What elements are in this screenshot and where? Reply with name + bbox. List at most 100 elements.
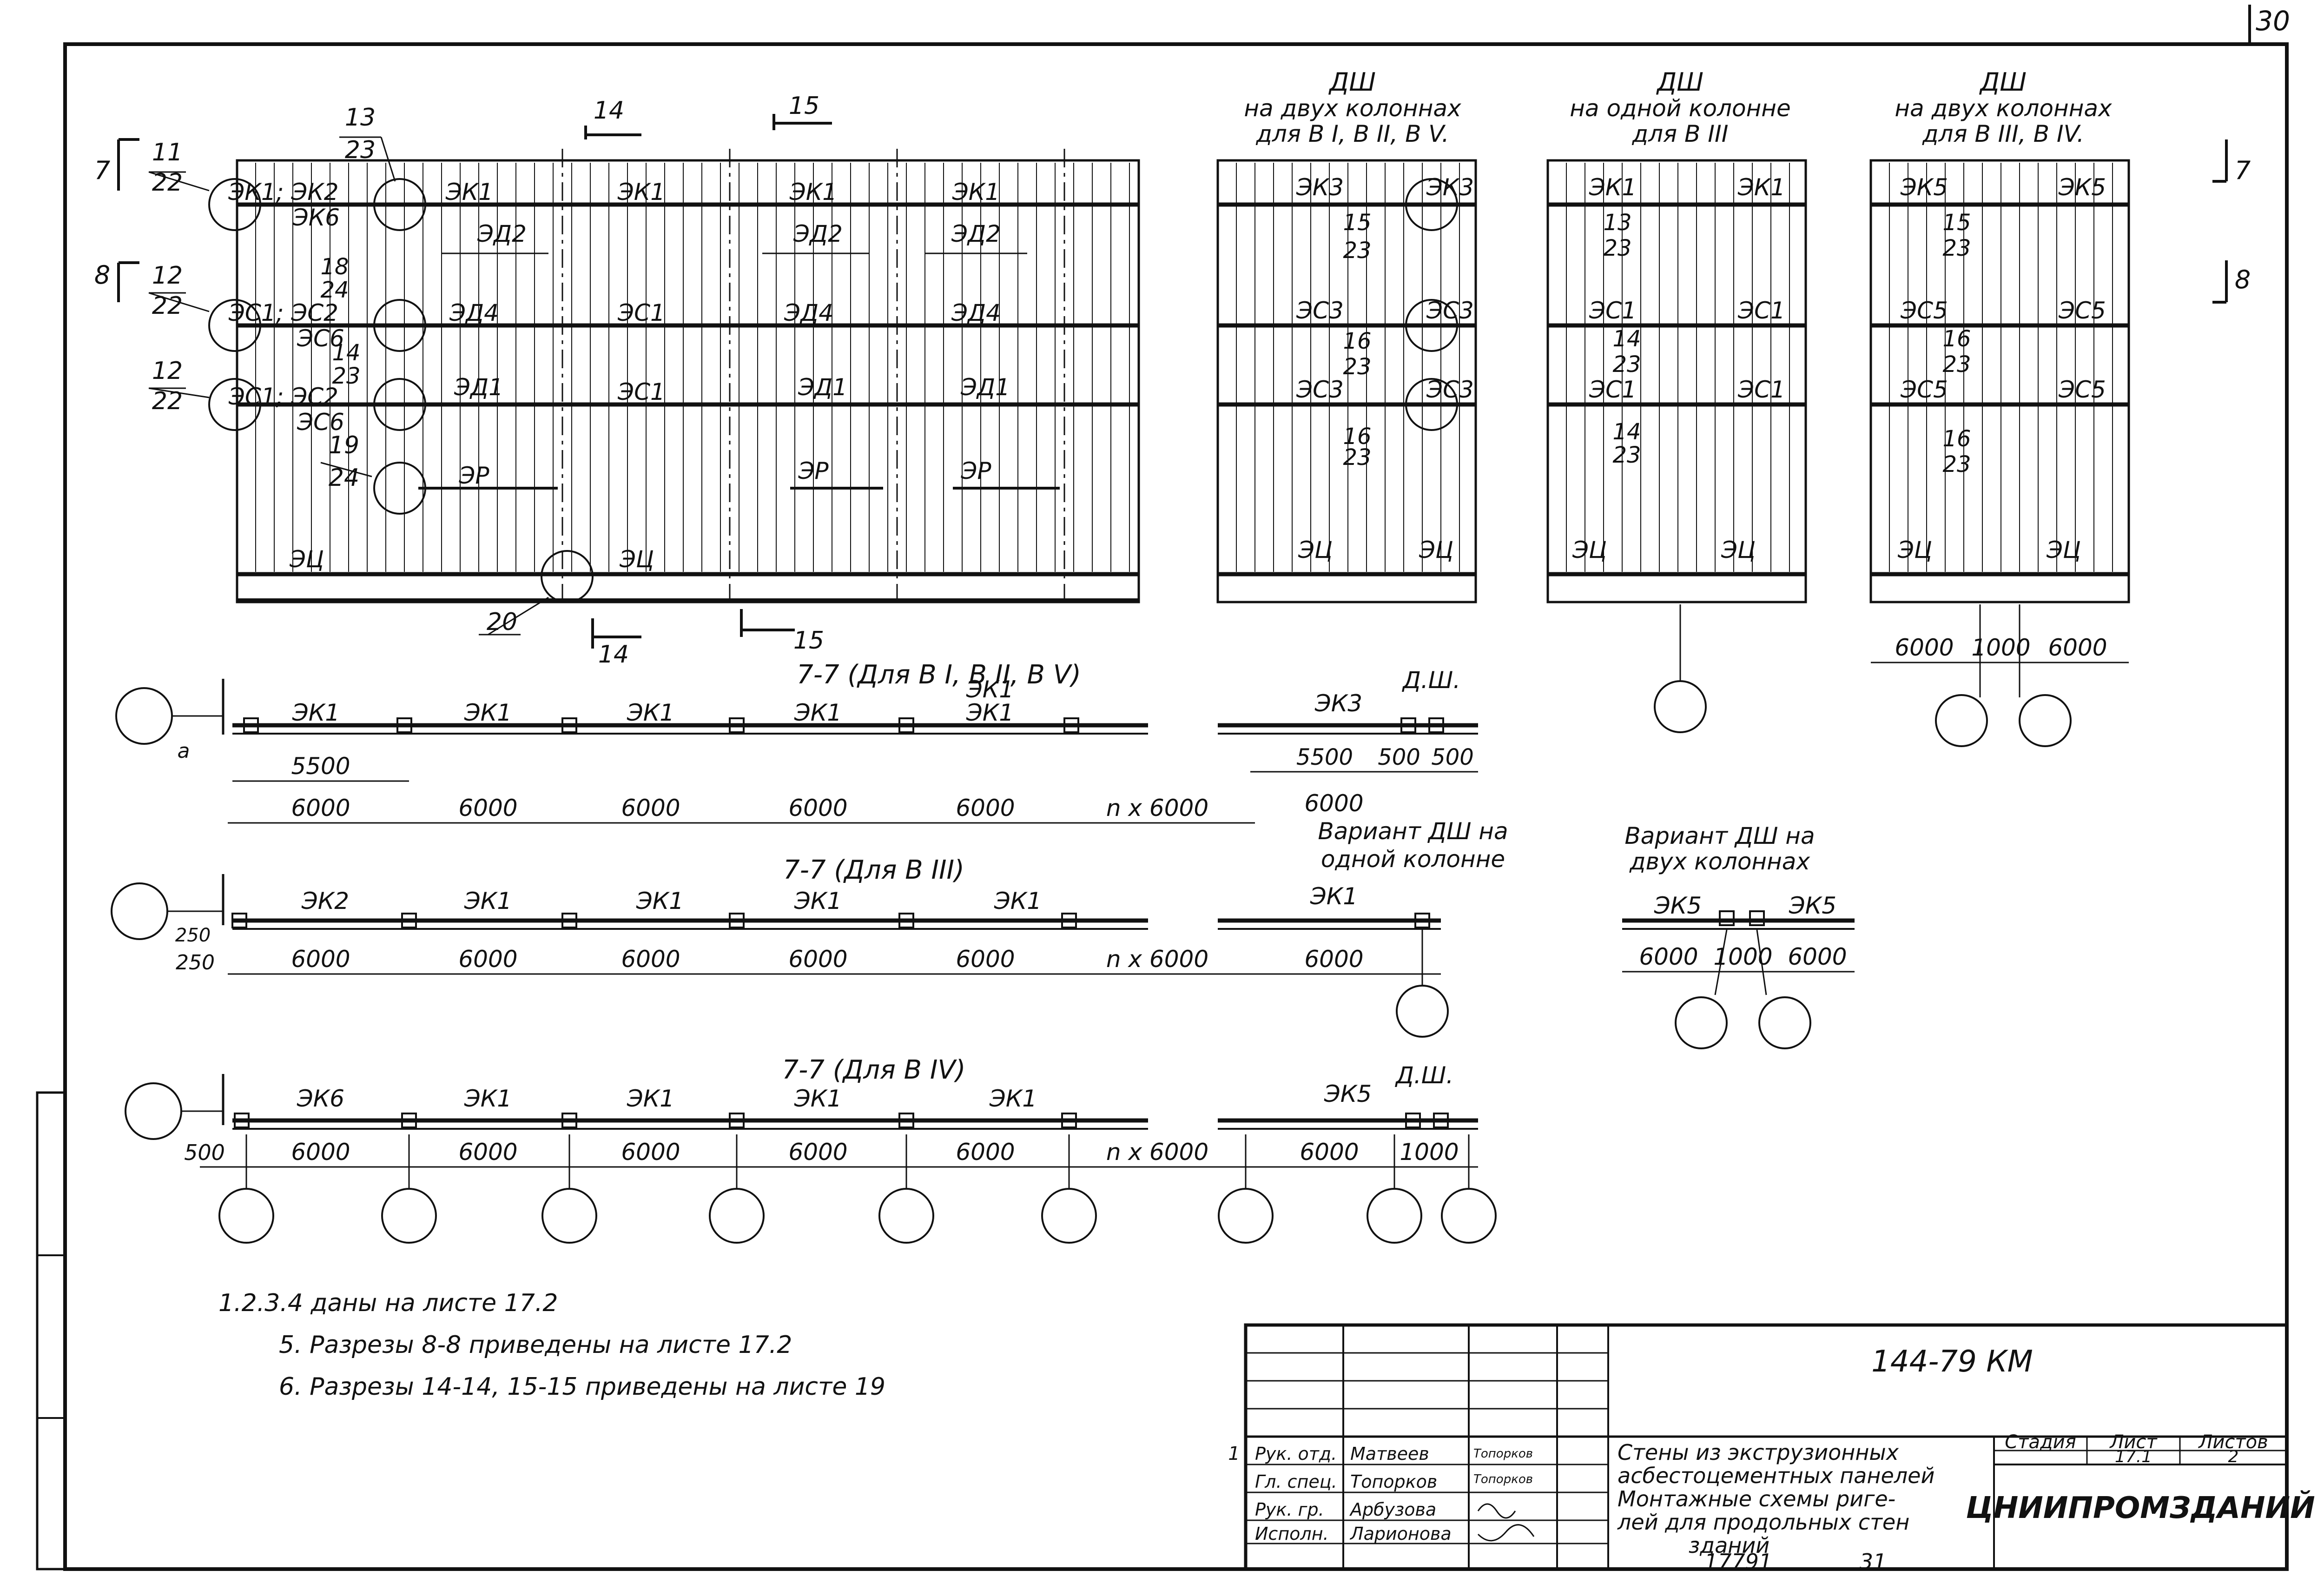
beam-label: ЭК1 xyxy=(627,1085,674,1112)
dimension-value: 6000 xyxy=(621,946,680,973)
panel-label: ЭЦ xyxy=(1897,537,1932,563)
dimension-value: 6000 xyxy=(1304,946,1363,973)
dimension-value: 1000 xyxy=(1971,634,2030,661)
beam-label: ЭК6 xyxy=(297,1085,344,1112)
dimension-value: 6000 xyxy=(1639,943,1698,970)
dimension-value: 6000 xyxy=(291,795,350,822)
beam-label: ЭК1 xyxy=(966,699,1014,726)
dimension-value: 500 xyxy=(184,1140,225,1165)
leader xyxy=(148,171,210,192)
column xyxy=(1414,913,1430,928)
column xyxy=(401,913,417,928)
person-name: Матвеев xyxy=(1350,1444,1429,1464)
column xyxy=(231,913,247,928)
beam-label: ЭК5 xyxy=(1900,174,1948,201)
column xyxy=(898,913,914,928)
beam-label: ЭК5 xyxy=(2058,174,2106,201)
panel-label: ЭЦ xyxy=(619,546,654,573)
dimension-value: 500 xyxy=(1431,744,1474,770)
elevation-title: на двух колоннах xyxy=(1895,95,2112,122)
page-number: 31 xyxy=(1860,1549,1887,1574)
column xyxy=(1405,1113,1421,1128)
section-mark-label: 8 xyxy=(94,260,110,290)
document-code: 144-79 КМ xyxy=(1871,1345,2033,1379)
panel-label: ЭС1 xyxy=(617,299,665,326)
dimension-value: 1000 xyxy=(1400,1139,1459,1166)
elevation-4: ДШ на двух колоннах для В III, В IV. ЭК5… xyxy=(1869,67,2251,747)
panel-label: ЭР xyxy=(458,462,489,489)
plan-1: 7-7 (Для В I, В II, В V) ЭК1 ЭК1 ЭК1 ЭК1… xyxy=(115,660,1478,824)
elevation-title: для В III xyxy=(1632,120,1729,147)
beam-label: ЭК3 xyxy=(1426,174,1474,201)
panel-label: ЭС5 xyxy=(2058,297,2106,324)
panel-label: ЭД1 xyxy=(960,374,1010,401)
callout-circle xyxy=(1405,299,1458,352)
axis-bubble xyxy=(1041,1188,1097,1244)
role-label: Рук. гр. xyxy=(1255,1499,1324,1520)
callout-sheet: 23 xyxy=(1942,351,1971,378)
callout-number: 14 xyxy=(332,340,360,366)
callout-circle xyxy=(373,462,426,515)
elevation-title: для В I, В II, В V. xyxy=(1255,120,1449,147)
panel-label: ЭЦ xyxy=(1572,537,1607,563)
dimension-value: 6000 xyxy=(788,795,847,822)
beam-label: ЭК1 xyxy=(794,888,842,914)
elevation-4-outline xyxy=(1869,159,2130,603)
leader xyxy=(320,462,372,477)
axis-bubble xyxy=(115,687,173,745)
panel-label: ЭС3 xyxy=(1296,376,1344,403)
beam-label: ЭК1 xyxy=(464,888,512,914)
leader xyxy=(148,387,210,398)
column xyxy=(1433,1113,1449,1128)
beam-label: ЭК5 xyxy=(1654,892,1702,919)
callout-sheet: 23 xyxy=(1343,238,1371,264)
callout-circle xyxy=(208,299,261,352)
callout-circle xyxy=(208,178,261,231)
beam-label: ЭК1 xyxy=(1589,174,1637,201)
beam-label: ЭК1 xyxy=(292,699,340,726)
callout-number: 18 xyxy=(320,254,349,280)
callout-sheet: 23 xyxy=(1343,444,1371,470)
callout-sheet: 23 xyxy=(332,363,360,389)
axis-bubble xyxy=(541,1188,597,1244)
beam-label: ЭК1 xyxy=(464,1085,512,1112)
beam-label: ЭК1 xyxy=(794,1085,842,1112)
callout-sheet: 24 xyxy=(320,277,349,303)
plan-1-columns xyxy=(243,717,1444,733)
elevation-3: ДШ на одной колонне для В III ЭК1 ЭК1 ЭС… xyxy=(1546,67,1807,733)
dimension-value: 6000 xyxy=(788,946,847,973)
dimension-value: n x 6000 xyxy=(1106,946,1208,973)
drawing-title-line: зданий xyxy=(1689,1533,1769,1558)
beam-label: ЭК1 xyxy=(789,179,837,205)
beam-label: ЭК1 xyxy=(952,179,1000,205)
column xyxy=(729,717,745,733)
callout-number: 13 xyxy=(1603,210,1631,236)
panel-label: ЭЦ xyxy=(1721,537,1756,563)
beam-label: ЭК1 xyxy=(966,676,1014,703)
beam-label: ЭК5 xyxy=(1789,892,1836,919)
panel-label: ЭС3 xyxy=(1426,376,1474,403)
callout-number: 16 xyxy=(1343,328,1371,354)
column xyxy=(729,913,745,928)
axis-bubble xyxy=(381,1188,437,1244)
callout-number: 15 xyxy=(1343,210,1371,236)
callout-circle xyxy=(373,178,426,231)
callout-number: 20 xyxy=(487,608,517,636)
column xyxy=(1719,910,1735,926)
role-label: Исполн. xyxy=(1255,1524,1329,1544)
section-cut-label: 15 xyxy=(793,627,824,655)
column-tag: Д.Ш. xyxy=(1395,1062,1453,1089)
dimension-value: 6000 xyxy=(458,946,517,973)
dimension-value: n x 6000 xyxy=(1106,1139,1208,1166)
callout-sheet: 23 xyxy=(1343,354,1371,380)
axis-bubble xyxy=(1367,1188,1422,1244)
axis-bubble xyxy=(1675,996,1728,1049)
beam-label: ЭК3 xyxy=(1296,174,1344,201)
panel-label: ЭС1 xyxy=(617,378,665,405)
elevation-3-outline xyxy=(1546,159,1807,603)
panel-label: ЭС3 xyxy=(1426,297,1474,324)
callout-number: 16 xyxy=(1942,326,1971,352)
